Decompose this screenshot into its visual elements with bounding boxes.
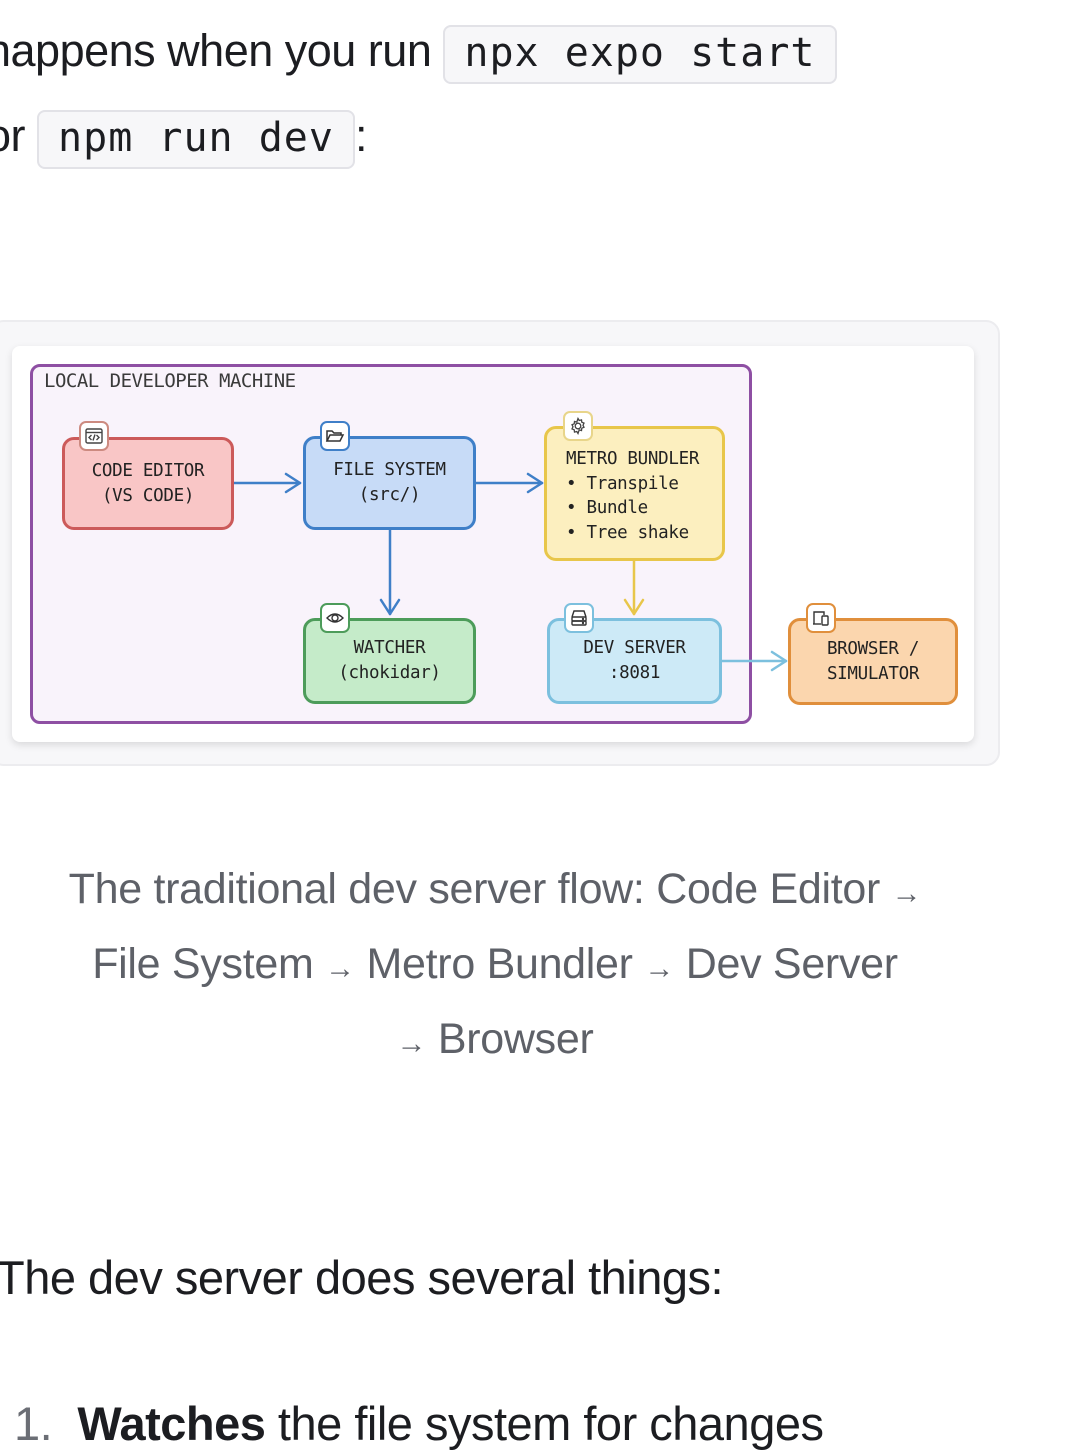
- intro-text: happens when you run: [0, 25, 432, 76]
- node-bullet: • Bundle: [566, 498, 648, 518]
- arrow-glyph: →: [891, 877, 922, 910]
- node-code-editor: CODE EDITOR (VS CODE): [62, 437, 234, 530]
- node-metro-bundler: METRO BUNDLER • Transpile • Bundle • Tre…: [544, 426, 725, 561]
- node-subtitle: SIMULATOR: [826, 663, 920, 684]
- node-title: CODE EDITOR: [91, 460, 205, 481]
- figure-caption: The traditional dev server flow: Code Ed…: [0, 854, 990, 1079]
- node-title: BROWSER /: [826, 638, 920, 659]
- intro-prefix: or: [0, 110, 26, 161]
- node-subtitle: (VS CODE): [101, 485, 195, 506]
- group-label: LOCAL DEVELOPER MACHINE: [44, 370, 296, 392]
- intro-line-2: or npm run dev:: [0, 93, 367, 181]
- eye-icon: [320, 603, 350, 633]
- list-text: the file system for changes: [265, 1397, 824, 1450]
- node-subtitle: (chokidar): [338, 663, 441, 683]
- caption-line-3: → Browser: [396, 1015, 594, 1063]
- node-subtitle: :8081: [608, 663, 661, 683]
- devices-icon: [806, 603, 836, 633]
- intro-suffix: :: [354, 110, 368, 161]
- node-subtitle: (src/): [358, 485, 421, 505]
- node-title: WATCHER: [353, 638, 426, 658]
- inline-code-npm-run-dev: npm run dev: [37, 110, 355, 169]
- server-icon: [564, 603, 594, 633]
- arrow-glyph: →: [396, 1027, 427, 1060]
- arrow-glyph: →: [325, 952, 355, 985]
- arrow-glyph: →: [644, 952, 675, 985]
- node-bullet: • Transpile: [566, 473, 679, 494]
- list-bold: Watches: [77, 1397, 266, 1450]
- node-title: FILE SYSTEM: [333, 460, 446, 480]
- node-file-system: FILE SYSTEM (src/): [303, 436, 476, 530]
- list-number: 1.: [14, 1397, 53, 1450]
- intro-line-1: happens when you run npx expo start: [0, 8, 837, 96]
- node-title: DEV SERVER: [583, 638, 686, 658]
- folder-icon: [320, 421, 350, 451]
- section-paragraph: The dev server does several things:: [0, 1251, 724, 1304]
- caption-line-1: The traditional dev server flow: Code Ed…: [68, 865, 922, 913]
- list-item: 1. Watches the file system for changes: [14, 1396, 824, 1451]
- code-window-icon: [79, 421, 109, 451]
- inline-code-npx-expo-start: npx expo start: [443, 25, 837, 84]
- gear-icon: [563, 411, 593, 441]
- node-title: METRO BUNDLER: [566, 449, 700, 469]
- node-bullet: • Tree shake: [566, 522, 689, 543]
- caption-line-2: File System → Metro Bundler → Dev Server: [92, 940, 898, 988]
